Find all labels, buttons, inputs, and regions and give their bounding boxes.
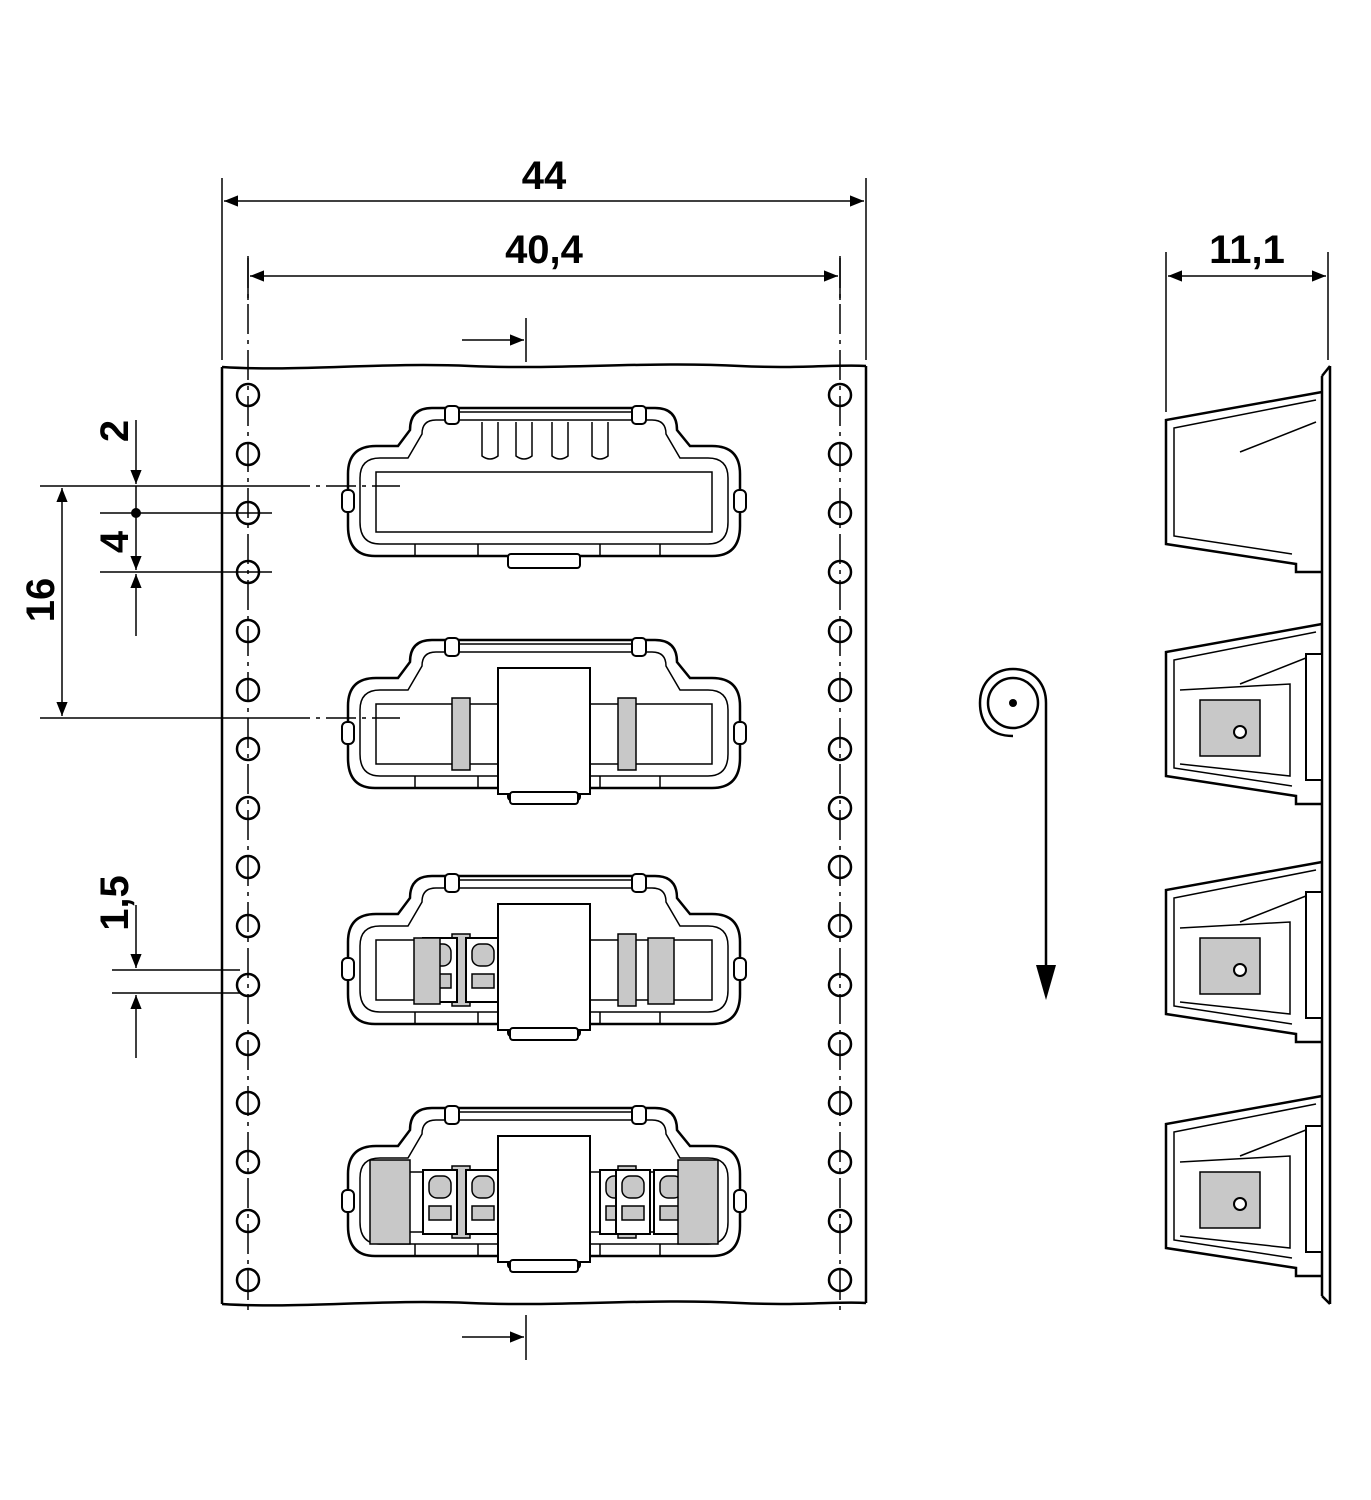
dimension-hole-pitch: 4 xyxy=(93,486,142,636)
hole-pitch-label: 4 xyxy=(93,530,137,553)
sprocket-hole xyxy=(827,500,853,526)
pocket-depth-label: 11,1 xyxy=(1209,228,1285,272)
sprocket-hole xyxy=(827,1208,853,1234)
sprocket-hole xyxy=(827,1149,853,1175)
sprocket-hole xyxy=(827,441,853,467)
sprocket-hole xyxy=(827,854,853,880)
sprocket-hole xyxy=(235,1090,261,1116)
sprocket-hole xyxy=(235,441,261,467)
sprocket-hole xyxy=(235,1149,261,1175)
sprocket-hole xyxy=(235,618,261,644)
sprocket-holes xyxy=(235,382,853,1293)
sprocket-hole xyxy=(235,972,261,998)
sprocket-hole xyxy=(235,913,261,939)
pocket-partial-filled xyxy=(341,873,747,1041)
sprocket-hole xyxy=(827,736,853,762)
sprocket-hole xyxy=(827,795,853,821)
dimension-tape-width: 44 xyxy=(221,154,867,360)
side-pocket xyxy=(1164,390,1323,574)
sprocket-hole xyxy=(235,736,261,762)
feed-direction-symbol xyxy=(978,667,1056,1000)
side-pockets xyxy=(1164,390,1323,1278)
sprocket-hole xyxy=(827,382,853,408)
dimension-hole-span: 40,4 xyxy=(247,228,841,300)
side-pocket xyxy=(1164,1094,1323,1278)
side-pocket xyxy=(1164,622,1323,806)
sprocket-hole xyxy=(827,618,853,644)
side-view: 11,1 xyxy=(1164,228,1332,1305)
sprocket-hole xyxy=(827,1267,853,1293)
pocket-partial-open xyxy=(341,637,747,805)
sprocket-hole xyxy=(827,559,853,585)
hole-diameter-label: 1,5 xyxy=(93,875,137,931)
cut-marker-top xyxy=(462,318,527,362)
dimension-hole-diameter: 1,5 xyxy=(93,875,240,1058)
sprocket-hole xyxy=(235,854,261,880)
sprocket-hole xyxy=(827,1031,853,1057)
dimension-pitch: 16 xyxy=(19,488,68,716)
tape-width-label: 44 xyxy=(522,154,567,198)
sprocket-hole xyxy=(827,1090,853,1116)
sprocket-hole xyxy=(235,795,261,821)
hole-span-label: 40,4 xyxy=(505,228,584,272)
sprocket-hole xyxy=(827,913,853,939)
hole-offset-label: 2 xyxy=(93,420,137,442)
sprocket-hole xyxy=(827,677,853,703)
pocket-empty xyxy=(341,405,747,569)
tape-front-view xyxy=(220,258,868,1310)
sprocket-hole xyxy=(235,1267,261,1293)
sprocket-hole xyxy=(235,382,261,408)
pockets xyxy=(341,405,747,1273)
sprocket-hole xyxy=(235,1031,261,1057)
side-pocket xyxy=(1164,860,1323,1044)
cut-marker-bottom xyxy=(462,1315,527,1360)
dimension-hole-offset: 2 xyxy=(93,420,142,484)
sprocket-hole xyxy=(235,1208,261,1234)
sprocket-hole xyxy=(827,972,853,998)
pocket-full xyxy=(341,1105,747,1273)
sprocket-hole xyxy=(235,677,261,703)
pitch-label: 16 xyxy=(19,578,63,623)
